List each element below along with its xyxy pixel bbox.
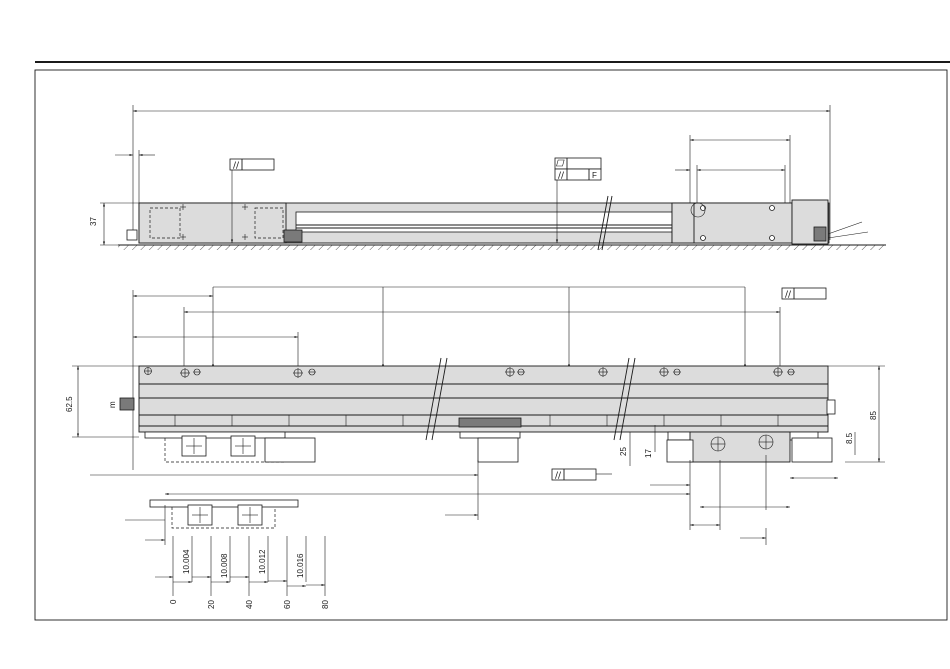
tolerance-scale: 10.004 10.008 10.012 10.016 0 20 40 60 8… [155, 536, 330, 609]
dimension-17: 17 [644, 449, 653, 458]
tolerance-label-3: 10.012 [258, 549, 267, 574]
tolerance-label-1: 10.004 [182, 549, 191, 574]
scale-tick-20: 20 [207, 600, 216, 609]
svg-text://: // [555, 471, 562, 481]
svg-text://: // [233, 161, 240, 171]
dimension-85: 85 [869, 411, 878, 420]
drawing-frame [35, 70, 947, 620]
tolerance-label-4: 10.016 [296, 553, 305, 578]
svg-text://: // [785, 290, 792, 300]
side-view: 37 // // F [89, 105, 886, 250]
scale-tick-40: 40 [245, 600, 254, 609]
plan-view: // [65, 287, 885, 545]
datum-f-label: F [592, 171, 597, 180]
scale-tick-60: 60 [283, 600, 292, 609]
tolerance-frame-parallel-2: // [782, 288, 826, 300]
tolerance-frame-parallel-3: // [552, 469, 612, 481]
dimension-37: 37 [89, 217, 98, 226]
scale-tick-0: 0 [169, 599, 178, 604]
dimension-8-5: 8.5 [845, 432, 854, 444]
svg-text://: // [558, 171, 565, 181]
dimension-62-5: 62.5 [65, 396, 74, 412]
callout-m: m [108, 401, 117, 408]
dimension-25: 25 [619, 447, 628, 456]
scale-tick-80: 80 [321, 600, 330, 609]
tolerance-label-2: 10.008 [220, 553, 229, 578]
